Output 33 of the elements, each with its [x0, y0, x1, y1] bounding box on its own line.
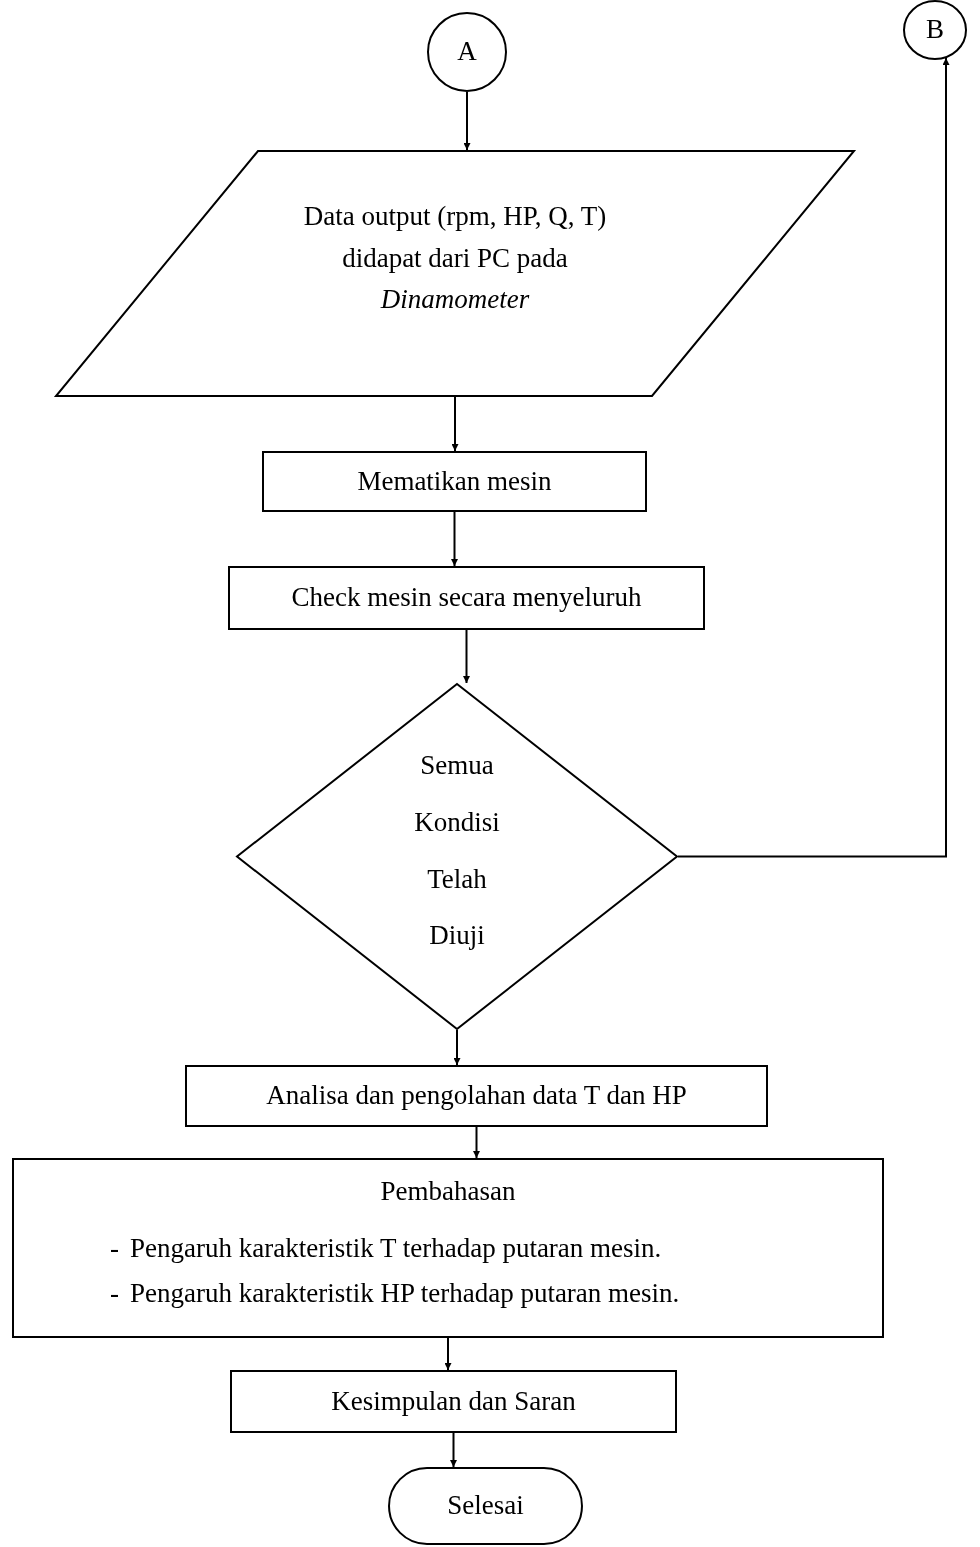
- node-label: B: [926, 13, 944, 47]
- heading: Pembahasan: [379, 1175, 517, 1208]
- node-label: Analisa dan pengolahan data T dan HP: [266, 1079, 687, 1113]
- node-label: Kesimpulan dan Saran: [331, 1384, 576, 1418]
- node-label: Check mesin secara menyeluruh: [291, 581, 642, 615]
- process-box: [185, 1065, 768, 1127]
- process-box: [12, 1158, 884, 1338]
- bullet-dash: -: [110, 1232, 120, 1266]
- arrow: [451, 511, 458, 567]
- bullet-dash: -: [110, 1277, 120, 1311]
- arrow: [677, 56, 950, 858]
- decision-diamond: [236, 683, 678, 1030]
- node-label: Semua Kondisi Telah Diuji: [413, 749, 501, 953]
- arrow: [450, 1432, 457, 1468]
- connector-circle: [903, 0, 967, 60]
- node-label: Data output (rpm, HP, Q, T) didapat dari PC pada Dinamometer: [302, 199, 608, 317]
- process-box: [230, 1370, 677, 1433]
- node-label: Mematikan mesin: [357, 464, 552, 498]
- connector-circle: [427, 12, 507, 92]
- node-label: A: [457, 35, 477, 69]
- process-box: [228, 566, 705, 630]
- node-label: Selesai: [447, 1489, 524, 1523]
- input-output-parallelogram: [55, 150, 855, 397]
- terminal-shape: [388, 1467, 583, 1545]
- arrow: [444, 1337, 452, 1371]
- arrow: [453, 1029, 461, 1066]
- list-item: Pengaruh karakteristik HP terhadap putaran mesin.: [130, 1277, 681, 1311]
- arrow: [463, 91, 471, 151]
- process-box: [262, 451, 647, 512]
- arrow: [451, 396, 459, 452]
- arrow: [463, 629, 470, 684]
- arrow: [473, 1126, 480, 1159]
- list-item: Pengaruh karakteristik T terhadap putaran mesin.: [130, 1232, 663, 1266]
